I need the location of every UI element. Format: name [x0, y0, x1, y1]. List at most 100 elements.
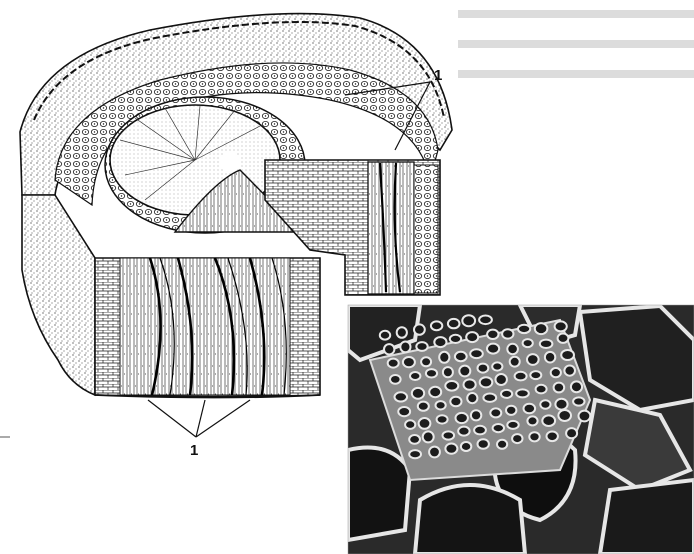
fibre-end: [461, 442, 471, 451]
fibre-end: [419, 418, 431, 429]
fibre-end: [474, 426, 486, 435]
fibre-end: [478, 439, 489, 449]
fibre-end: [555, 321, 567, 331]
fibre-end: [467, 393, 477, 403]
fibre-end: [443, 431, 455, 439]
callout-top-label: 1: [434, 67, 442, 84]
callout-bottom-label: 1: [190, 442, 198, 459]
fibre-end: [506, 406, 516, 415]
fibre-end: [429, 387, 441, 397]
fibre-end: [398, 407, 410, 416]
fibre-end: [561, 350, 574, 360]
fibre-end: [554, 383, 565, 393]
fibre-end: [507, 344, 518, 354]
fibre-end: [493, 424, 504, 432]
fibre-end: [400, 342, 410, 353]
fibre-end: [535, 323, 548, 334]
callout-bottom: 1: [148, 400, 250, 459]
fibre-end: [501, 390, 512, 398]
fibre-end: [395, 392, 408, 401]
fibre-end: [497, 440, 507, 449]
fibre-end: [571, 381, 582, 392]
fibre-end: [515, 372, 527, 381]
fibre-end: [516, 389, 529, 397]
fibre-end: [566, 428, 577, 438]
fibre-end: [536, 385, 547, 394]
fibre-end: [431, 321, 442, 330]
fibre-end: [418, 402, 429, 411]
fibre-end: [448, 319, 460, 328]
fibre-end: [558, 410, 571, 421]
fibre-end: [540, 340, 553, 348]
fibre-end: [426, 369, 437, 377]
fibre-end: [416, 342, 427, 351]
fibre-end: [551, 368, 561, 377]
fibre-end: [573, 397, 584, 405]
fibre-end: [518, 325, 530, 333]
fibre-end: [390, 375, 401, 384]
fibre-end: [403, 357, 415, 367]
fibre-end: [439, 352, 449, 363]
fibre-end: [421, 357, 431, 366]
fibre-end: [530, 371, 541, 379]
fibre-end: [412, 388, 424, 399]
fibre-end: [470, 349, 483, 358]
fibre-end: [527, 354, 539, 365]
fibre-end: [409, 435, 420, 444]
fibre-end: [471, 410, 481, 420]
fibre-end: [579, 411, 591, 422]
fibre-end: [434, 337, 446, 347]
fibre-end: [479, 316, 492, 325]
fibre-end: [490, 408, 501, 417]
fibre-end: [527, 416, 537, 425]
fibre-end: [529, 432, 539, 441]
fibre-end: [466, 332, 478, 342]
fibre-end: [414, 324, 425, 334]
fibre-end: [405, 420, 415, 429]
fibre-end: [380, 331, 390, 340]
fibre-end: [410, 372, 420, 380]
fibre-end: [429, 447, 440, 458]
fibre-end: [437, 415, 448, 423]
fibre-end: [555, 399, 567, 410]
fibre-end: [409, 450, 421, 458]
fibre-end: [507, 421, 518, 429]
fibre-end: [443, 367, 453, 377]
fibre-end: [492, 362, 502, 370]
fibre-end: [436, 401, 446, 409]
fibre-end: [512, 434, 522, 443]
fibre-end: [456, 413, 468, 423]
fibre-end: [459, 366, 470, 377]
sem-micrograph: [348, 305, 694, 554]
fibre-end: [545, 352, 555, 363]
fibre-end: [478, 364, 489, 373]
fibre-end: [502, 329, 513, 338]
fibre-end: [445, 381, 458, 391]
fibre-end: [523, 339, 533, 347]
fibre-end: [445, 444, 457, 454]
fibre-end: [496, 374, 507, 385]
fibre-end: [462, 315, 475, 326]
fibre-end: [388, 359, 399, 368]
fibre-end: [540, 400, 550, 408]
fibre-end: [450, 335, 461, 343]
fibre-end: [542, 415, 555, 426]
fibre-end: [487, 344, 499, 354]
fibre-end: [524, 404, 536, 414]
fibre-end: [455, 352, 467, 361]
fibre-end: [564, 366, 575, 376]
fibre-end: [464, 379, 476, 389]
fibre-end: [384, 344, 394, 354]
fibre-end: [558, 334, 569, 343]
fibre-end: [397, 327, 407, 338]
fibre-end: [510, 357, 520, 367]
fibre-end: [483, 394, 496, 402]
fibre-end: [450, 397, 461, 407]
fibre-end: [458, 427, 469, 436]
fibre-end: [423, 431, 434, 442]
fibre-end: [487, 330, 498, 339]
bleed-through-text: [458, 10, 694, 78]
fibre-end: [547, 432, 558, 442]
fibre-end: [480, 377, 493, 387]
